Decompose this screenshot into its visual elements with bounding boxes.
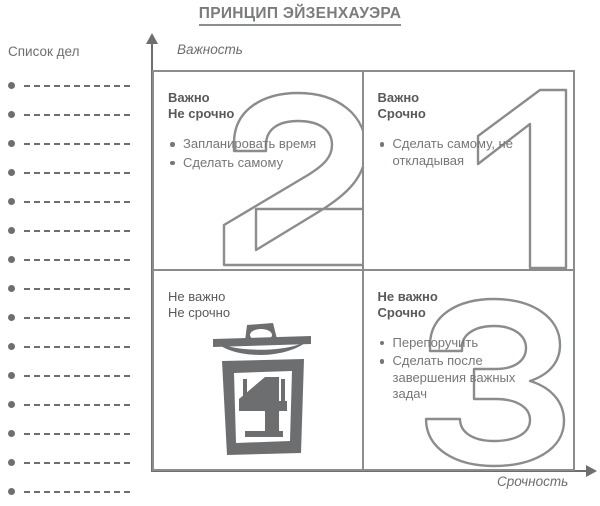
arrow-up-icon xyxy=(146,33,158,44)
quadrant-3[interactable]: Не важно Срочно Перепоручить Сделать пос… xyxy=(364,271,574,470)
filled-circle-bullet-icon xyxy=(8,227,15,234)
filled-circle-bullet-icon xyxy=(8,285,15,292)
list-item: Сделать после завершения важных задач xyxy=(378,353,553,403)
filled-circle-bullet-icon xyxy=(8,256,15,263)
filled-circle-bullet-icon xyxy=(8,372,15,379)
todo-list-item[interactable] xyxy=(0,332,148,361)
todo-list-item[interactable] xyxy=(0,303,148,332)
todo-list-item[interactable] xyxy=(0,419,148,448)
filled-circle-bullet-icon xyxy=(8,82,15,89)
quadrant-3-items: Перепоручить Сделать после завершения ва… xyxy=(378,335,560,403)
todo-list-item[interactable] xyxy=(0,100,148,129)
axis-label-importance: Важность xyxy=(177,42,243,57)
filled-circle-bullet-icon xyxy=(8,488,15,495)
urgency-axis-line xyxy=(151,470,588,472)
quadrant-1-heading: Важно Срочно xyxy=(377,90,426,121)
todo-list-item[interactable] xyxy=(0,477,148,506)
todo-list-item[interactable] xyxy=(0,274,148,303)
todo-dashed-line xyxy=(24,287,130,290)
todo-list-rows xyxy=(0,71,148,506)
todo-dashed-line xyxy=(24,258,130,261)
todo-list-item[interactable] xyxy=(0,390,148,419)
todo-dashed-line xyxy=(24,490,130,493)
todo-dashed-line xyxy=(24,84,130,87)
filled-circle-bullet-icon xyxy=(8,401,15,408)
page-title-text: ПРИНЦИП ЭЙЗЕНХАУЭРА xyxy=(198,5,402,26)
list-item: Сделать самому xyxy=(168,155,343,172)
filled-circle-bullet-icon xyxy=(8,111,15,118)
todo-dashed-line xyxy=(24,461,130,464)
arrow-right-icon xyxy=(586,465,597,477)
todo-list-item[interactable] xyxy=(0,361,148,390)
todo-dashed-line xyxy=(24,142,130,145)
filled-circle-bullet-icon xyxy=(8,459,15,466)
list-item: Перепоручить xyxy=(378,335,553,352)
todo-dashed-line xyxy=(24,200,130,203)
todo-dashed-line xyxy=(24,113,130,116)
todo-list: Список дел xyxy=(0,44,148,506)
quadrant-2[interactable]: Важно Не срочно Запланировать время Сдел… xyxy=(154,72,364,271)
list-item: Запланировать время xyxy=(168,136,343,153)
todo-list-item[interactable] xyxy=(0,158,148,187)
quadrant-4[interactable]: Не важно Не срочно xyxy=(154,270,364,469)
quadrant-4-heading: Не важно Не срочно xyxy=(168,288,231,320)
filled-circle-bullet-icon xyxy=(8,343,15,350)
todo-dashed-line xyxy=(24,316,130,319)
page-title: ПРИНЦИП ЭЙЗЕНХАУЭРА xyxy=(0,5,600,26)
filled-circle-bullet-icon xyxy=(8,314,15,321)
axis-label-urgency: Срочность xyxy=(497,474,569,489)
todo-list-item[interactable] xyxy=(0,448,148,477)
eisenhower-matrix: Важно Не срочно Запланировать время Сдел… xyxy=(152,70,575,471)
trash-bin-icon xyxy=(209,319,314,459)
filled-circle-bullet-icon xyxy=(8,198,15,205)
todo-dashed-line xyxy=(24,403,130,406)
todo-list-item[interactable] xyxy=(0,216,148,245)
todo-dashed-line xyxy=(24,432,130,435)
todo-dashed-line xyxy=(24,374,130,377)
filled-circle-bullet-icon xyxy=(8,430,15,437)
quadrant-2-heading: Важно Не срочно xyxy=(168,90,235,121)
todo-dashed-line xyxy=(24,229,130,232)
todo-list-label: Список дел xyxy=(8,44,80,59)
quadrant-1-items: Сделать самому, не откладывая xyxy=(378,136,560,169)
filled-circle-bullet-icon xyxy=(8,140,15,147)
list-item: Сделать самому, не откладывая xyxy=(378,136,553,169)
todo-list-item[interactable] xyxy=(0,71,148,100)
filled-circle-bullet-icon xyxy=(8,169,15,176)
quadrant-2-items: Запланировать время Сделать самому xyxy=(168,136,348,171)
quadrant-1[interactable]: Важно Срочно Сделать самому, не откладыв… xyxy=(363,72,573,271)
todo-list-item[interactable] xyxy=(0,245,148,274)
quadrant-3-heading: Не важно Срочно xyxy=(377,288,438,320)
todo-dashed-line xyxy=(24,345,130,348)
todo-list-item[interactable] xyxy=(0,129,148,158)
todo-dashed-line xyxy=(24,171,130,174)
todo-list-item[interactable] xyxy=(0,187,148,216)
